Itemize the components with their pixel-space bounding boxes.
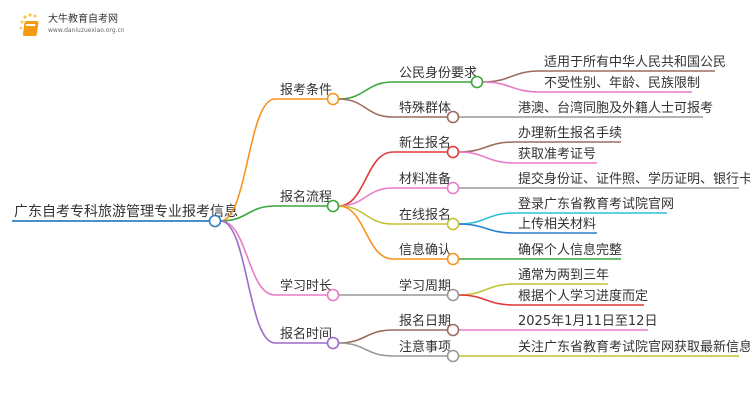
edge-branch-to-sub xyxy=(338,205,448,260)
sub-node-label[interactable]: 在线报名 xyxy=(399,207,451,223)
edge-sub-to-leaf xyxy=(482,81,692,93)
branch-node-label[interactable]: 学习时长 xyxy=(280,278,332,294)
sub-node-circle[interactable] xyxy=(446,110,460,124)
leaf-node-label[interactable]: 根据个人学习进度而定 xyxy=(518,288,648,304)
root-node-circle[interactable] xyxy=(208,214,222,228)
leaf-node-label[interactable]: 登录广东省教育考试院官网 xyxy=(518,196,674,212)
sub-node-label[interactable]: 信息确认 xyxy=(399,242,451,258)
sub-node-circle[interactable] xyxy=(446,217,460,231)
leaf-node-label[interactable]: 通常为两到三年 xyxy=(518,268,609,283)
sub-node-label[interactable]: 学习周期 xyxy=(399,278,451,294)
sub-node-circle[interactable] xyxy=(446,252,460,266)
sub-node-circle[interactable] xyxy=(446,181,460,195)
sub-node-label[interactable]: 特殊群体 xyxy=(399,101,451,116)
branch-node-circle[interactable] xyxy=(326,336,340,350)
sub-node-circle[interactable] xyxy=(470,75,484,89)
logo-url: www.daniuzuexiao.org.cn xyxy=(48,27,125,34)
leaf-node-label[interactable]: 适用于所有中华人民共和国公民 xyxy=(544,55,726,70)
sub-node-label[interactable]: 报名日期 xyxy=(399,313,451,329)
branch-node-label[interactable]: 报名流程 xyxy=(280,189,332,205)
sub-node-label[interactable]: 公民身份要求 xyxy=(399,65,477,81)
logo: 大牛教育自考网 www.daniuzuexiao.org.cn xyxy=(18,12,125,38)
branch-node-label[interactable]: 报考条件 xyxy=(280,82,332,98)
edge-sub-to-leaf xyxy=(458,151,597,164)
sub-node-label[interactable]: 新生报名 xyxy=(399,135,451,151)
leaf-node-label[interactable]: 提交身份证、证件照、学历证明、银行卡 xyxy=(518,171,750,187)
edge-branch-to-sub xyxy=(338,329,448,344)
sub-node-label[interactable]: 注意事项 xyxy=(399,339,451,355)
leaf-node-label[interactable]: 港澳、台湾同胞及外籍人士可报考 xyxy=(518,100,713,116)
edge-branch-to-sub xyxy=(338,81,472,100)
sub-node-label[interactable]: 材料准备 xyxy=(399,171,451,187)
edge-sub-to-leaf xyxy=(458,223,597,234)
edge-root-to-3 xyxy=(220,220,328,344)
leaf-node-label[interactable]: 上传相关材料 xyxy=(518,217,596,232)
root-node-label[interactable]: 广东自考专科旅游管理专业报考信息 xyxy=(14,203,238,220)
sub-node-circle[interactable] xyxy=(446,349,460,363)
edge-branch-to-sub xyxy=(338,98,448,118)
sub-node-circle[interactable] xyxy=(446,288,460,302)
edge-branch-to-sub xyxy=(338,187,448,207)
leaf-node-label[interactable]: 不受性别、年龄、民族限制 xyxy=(544,75,700,91)
edge-sub-to-leaf xyxy=(482,70,715,83)
edge-branch-to-sub xyxy=(338,151,448,207)
sub-node-circle[interactable] xyxy=(446,145,460,159)
edge-sub-to-leaf xyxy=(458,283,608,296)
leaf-node-label[interactable]: 办理新生报名手续 xyxy=(518,125,622,141)
branch-node-circle[interactable] xyxy=(326,92,340,106)
sub-node-circle[interactable] xyxy=(446,323,460,337)
leaf-node-label[interactable]: 关注广东省教育考试院官网获取最新信息 xyxy=(518,339,750,355)
leaf-node-label[interactable]: 确保个人信息完整 xyxy=(518,242,622,258)
branch-node-label[interactable]: 报名时间 xyxy=(280,326,332,342)
edge-root-to-2 xyxy=(220,220,328,296)
branch-node-circle[interactable] xyxy=(326,288,340,302)
book-logo-icon xyxy=(18,12,44,38)
edge-branch-to-sub xyxy=(338,205,448,225)
leaf-node-label[interactable]: 获取准考证号 xyxy=(518,147,596,162)
branch-node-circle[interactable] xyxy=(326,199,340,213)
edge-sub-to-leaf xyxy=(458,294,644,306)
edge-branch-to-sub xyxy=(338,342,448,357)
leaf-node-label[interactable]: 2025年1月11日至12日 xyxy=(518,314,657,329)
edge-root-to-0 xyxy=(220,98,328,222)
logo-title: 大牛教育自考网 xyxy=(48,14,118,25)
edge-root-to-1 xyxy=(220,205,328,222)
